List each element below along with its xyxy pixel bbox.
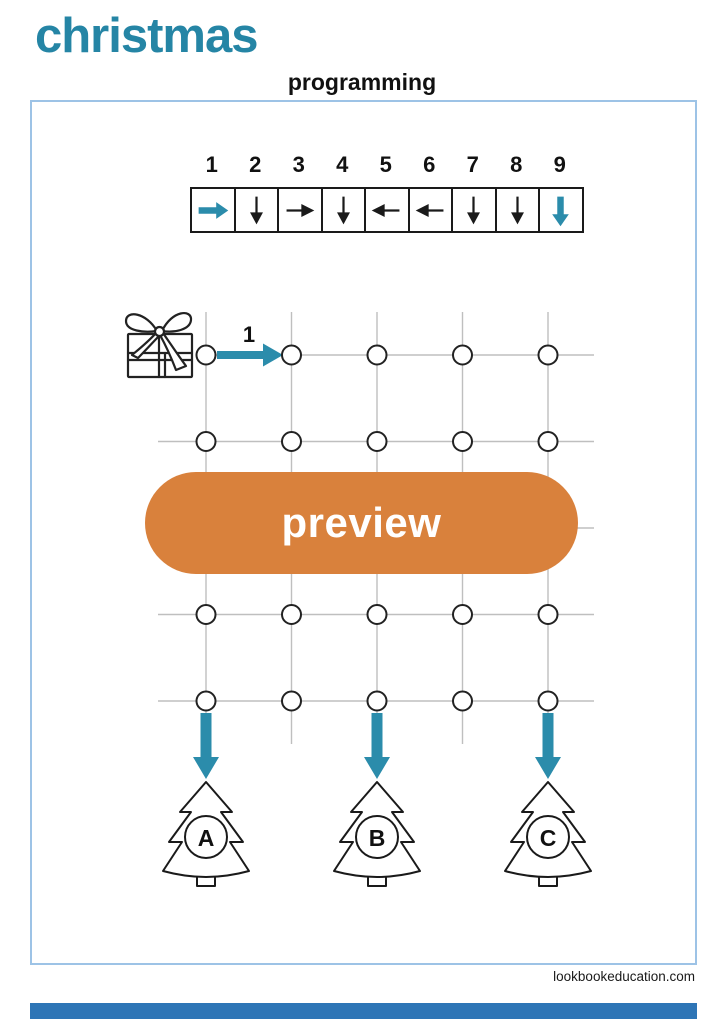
grid-dot xyxy=(281,431,302,452)
grid-dot xyxy=(452,604,473,625)
grid-dot xyxy=(452,344,473,366)
sequence-step-number: 1 xyxy=(205,152,218,177)
sequence-step-number: 6 xyxy=(423,152,436,177)
start-arrow-icon xyxy=(217,343,283,367)
grid-dot xyxy=(537,431,559,452)
tree-letter-a: A xyxy=(198,825,215,851)
arrow-down-icon xyxy=(249,196,263,224)
grid-dot xyxy=(281,344,302,366)
sequence-arrow-cell xyxy=(320,187,366,233)
sequence-arrow-cell xyxy=(451,187,497,233)
sequence-step-numbers: 1 2 3 4 5 6 7 8 9 xyxy=(190,152,582,178)
grid-dot xyxy=(366,604,388,625)
sequence-arrow-cell xyxy=(538,187,584,233)
christmas-tree-icon: B xyxy=(333,781,421,887)
sequence-arrow-cell xyxy=(277,187,323,233)
sequence-step-number: 7 xyxy=(466,152,479,177)
page-subtitle: programming xyxy=(287,69,437,95)
sequence-step-number: 4 xyxy=(336,152,349,177)
grid-dot xyxy=(537,344,559,366)
page-title: christmas xyxy=(35,9,259,63)
arrow-right-icon xyxy=(286,203,315,217)
arrow-down-icon xyxy=(336,196,350,224)
tree-letter-b: B xyxy=(369,825,386,851)
sequence-step-number: 9 xyxy=(553,152,566,177)
gift-icon xyxy=(124,312,194,379)
preview-watermark: preview xyxy=(145,472,578,574)
sequence-arrow-cell xyxy=(233,187,279,233)
grid-dot xyxy=(452,431,473,452)
christmas-tree-icon: C xyxy=(504,781,592,887)
arrow-left-icon xyxy=(415,203,444,217)
grid-dot xyxy=(195,604,217,625)
bottom-accent-bar xyxy=(30,1003,697,1019)
tree-letter-c: C xyxy=(540,825,557,851)
grid-dot xyxy=(195,344,217,366)
arrow-down-icon xyxy=(510,196,524,224)
preview-label: preview xyxy=(281,499,442,546)
grid-dot xyxy=(366,344,388,366)
grid-dot xyxy=(537,604,559,625)
start-step-label: 1 xyxy=(243,322,255,347)
arrow-left-icon xyxy=(371,203,400,217)
answer-arrow-c-icon xyxy=(535,713,561,779)
sequence-step-number: 3 xyxy=(292,152,305,177)
grid-dot xyxy=(537,690,559,712)
sequence-step-number: 2 xyxy=(249,152,262,177)
answer-arrow-a-icon xyxy=(193,713,219,779)
arrow-right-icon xyxy=(198,201,229,219)
grid-dot xyxy=(195,431,217,452)
sequence-arrow-cell xyxy=(190,187,236,233)
sequence-step-number: 5 xyxy=(379,152,392,177)
grid-dot xyxy=(281,690,302,712)
grid-dot xyxy=(366,431,388,452)
sequence-arrow-cell xyxy=(494,187,540,233)
christmas-tree-icon: A xyxy=(162,781,250,887)
grid-dot xyxy=(195,690,217,712)
sequence-arrow-cell xyxy=(364,187,410,233)
grid-dot xyxy=(281,604,302,625)
sequence-arrow-cell xyxy=(407,187,453,233)
arrow-down-icon xyxy=(552,196,570,226)
answer-arrow-b-icon xyxy=(364,713,390,779)
grid-dot xyxy=(452,690,473,712)
sequence-step-number: 8 xyxy=(510,152,523,177)
grid-dot xyxy=(366,690,388,712)
footer-website: lookbookeducation.com xyxy=(553,969,695,984)
arrow-down-icon xyxy=(467,196,481,224)
sequence-arrow-strip xyxy=(190,187,584,233)
